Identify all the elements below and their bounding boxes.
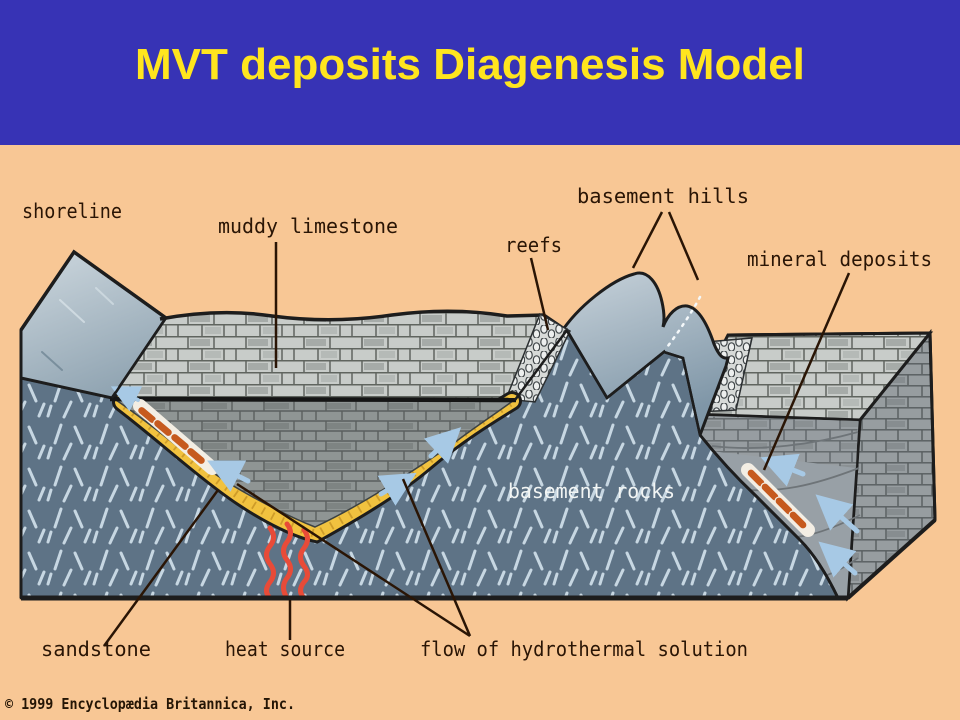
label-flow: flow of hydrothermal solution xyxy=(420,637,748,661)
leader-lines xyxy=(102,211,851,647)
mineral-deposits-left xyxy=(133,399,219,475)
right-block-slope-bricks xyxy=(690,416,858,468)
leader-mineral-deposits xyxy=(762,272,851,471)
platform-front-edge xyxy=(109,396,517,403)
mineral-deposits-right xyxy=(741,463,815,537)
label-heat-source: heat source xyxy=(225,637,345,661)
leader-flow xyxy=(236,478,472,638)
reef-texture-left xyxy=(504,312,571,403)
basin-reef-boundary-edge xyxy=(513,329,569,401)
title-band: MVT deposits Diagenesis Model xyxy=(0,0,960,145)
leader-sandstone xyxy=(102,489,220,647)
label-muddy-limestone: muddy limestone xyxy=(218,214,398,238)
copyright-credit: © 1999 Encyclopædia Britannica, Inc. xyxy=(5,695,295,713)
label-reefs: reefs xyxy=(505,233,562,257)
label-mineral-deposits: mineral deposits xyxy=(747,247,932,271)
slide-title: MVT deposits Diagenesis Model xyxy=(135,40,805,89)
label-basement-rocks: basement rocks xyxy=(508,479,675,503)
leader-reefs xyxy=(529,257,550,331)
platform-back-edge xyxy=(159,309,546,322)
label-shoreline: shoreline xyxy=(22,199,122,223)
limestone-platform-top xyxy=(110,310,569,402)
hill-dotted-trail xyxy=(663,295,702,352)
label-sandstone: sandstone xyxy=(41,637,151,661)
shoreline-slope-streaks xyxy=(41,287,114,371)
leader-basement-hills xyxy=(631,211,700,281)
label-basement-hills: basement hills xyxy=(577,184,749,208)
heat-source-squiggles xyxy=(264,521,310,601)
block-outline-edges xyxy=(19,249,937,601)
